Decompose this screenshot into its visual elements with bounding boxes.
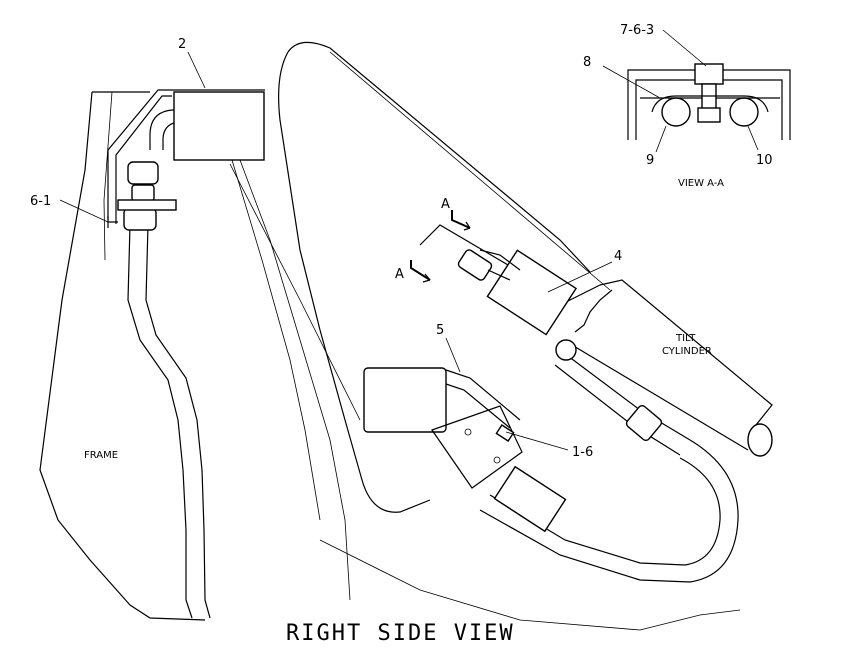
section-a-bottom-label: A xyxy=(395,267,404,282)
callout-1-6: 1-6 xyxy=(572,445,593,460)
hose-fittings xyxy=(107,161,177,231)
hose-left xyxy=(127,109,211,619)
frame-label: FRAME xyxy=(84,450,118,461)
view-title: RIGHT SIDE VIEW xyxy=(286,621,515,646)
section-marker-aa: A A xyxy=(395,197,471,283)
callout-6-1: 6-1 xyxy=(30,194,51,209)
leader-lines xyxy=(59,29,759,451)
callout-10: 10 xyxy=(756,153,773,168)
view-aa-detail xyxy=(627,63,791,140)
tilt-label-line2: CYLINDER xyxy=(662,346,712,357)
frame-outline xyxy=(39,91,206,621)
bracket-5 xyxy=(363,367,567,533)
bracket-2 xyxy=(107,89,265,224)
callout-4: 4 xyxy=(614,249,622,264)
tilt-label-line1: TILT xyxy=(675,333,696,344)
view-aa-label: VIEW A-A xyxy=(678,178,724,189)
rod-fittings xyxy=(554,339,691,456)
callout-7-6-3: 7-6-3 xyxy=(620,23,654,38)
callout-9: 9 xyxy=(646,153,654,168)
valve-block-4 xyxy=(419,224,578,336)
lower-hose-loop xyxy=(479,439,739,583)
boom-outline xyxy=(229,41,741,631)
callout-2: 2 xyxy=(178,37,186,52)
section-a-top-label: A xyxy=(441,197,450,212)
callout-5: 5 xyxy=(436,323,444,338)
callout-8: 8 xyxy=(583,55,591,70)
tilt-cylinder xyxy=(559,279,773,457)
